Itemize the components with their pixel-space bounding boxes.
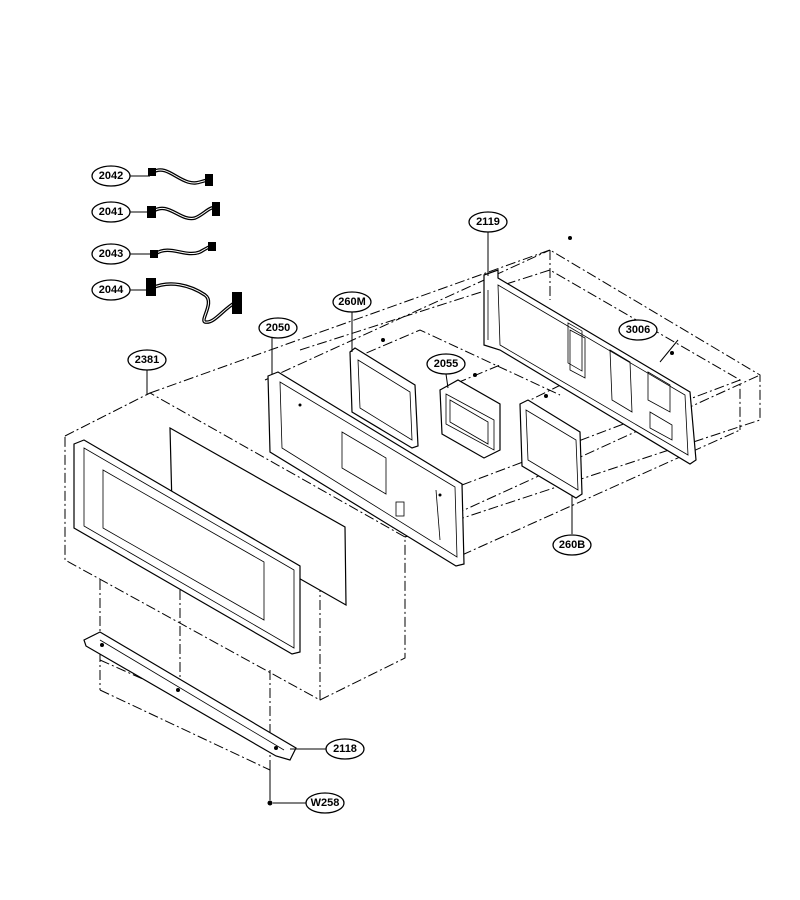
callout-2044: 2044 (91, 279, 131, 301)
callout-2119: 2119 (468, 211, 508, 233)
svg-text:2055: 2055 (434, 358, 458, 370)
cable-2041 (147, 202, 220, 221)
bracket-2050 (267, 371, 465, 567)
display-module-2055 (439, 373, 501, 459)
svg-text:2041: 2041 (99, 206, 123, 218)
leader-lines (130, 175, 573, 804)
svg-text:2118: 2118 (333, 743, 357, 755)
cable-2044 (146, 278, 242, 324)
svg-text:2119: 2119 (476, 216, 500, 228)
screw-w258 (267, 770, 273, 806)
svg-text:2050: 2050 (266, 322, 290, 334)
callout-2042: 2042 (91, 165, 131, 187)
bottom-trim-2118 (83, 631, 297, 761)
callout-2041: 2041 (91, 201, 131, 223)
pcb-260b (519, 394, 583, 499)
svg-text:2042: 2042 (99, 170, 123, 182)
svg-text:3006: 3006 (626, 324, 650, 336)
svg-text:260B: 260B (559, 539, 585, 551)
callout-3006: 3006 (618, 319, 658, 341)
callout-260b: 260B (552, 534, 592, 556)
callout-2043: 2043 (91, 243, 131, 265)
svg-text:2044: 2044 (99, 284, 124, 296)
front-panel-2381 (73, 426, 347, 655)
cable-2043 (150, 242, 216, 258)
svg-text:W258: W258 (311, 797, 340, 809)
callout-2050: 2050 (258, 317, 298, 339)
callout-w258: W258 (305, 792, 345, 814)
callout-260m: 260M (332, 291, 372, 313)
callout-2055: 2055 (426, 353, 466, 375)
svg-text:2043: 2043 (99, 248, 123, 260)
callout-2381: 2381 (127, 349, 167, 371)
svg-text:2381: 2381 (135, 354, 159, 366)
pcb-260m (349, 338, 419, 449)
svg-text:260M: 260M (338, 296, 366, 308)
callout-2118: 2118 (325, 738, 365, 760)
rear-panel-2119 (483, 236, 697, 465)
cable-2042 (148, 168, 213, 186)
